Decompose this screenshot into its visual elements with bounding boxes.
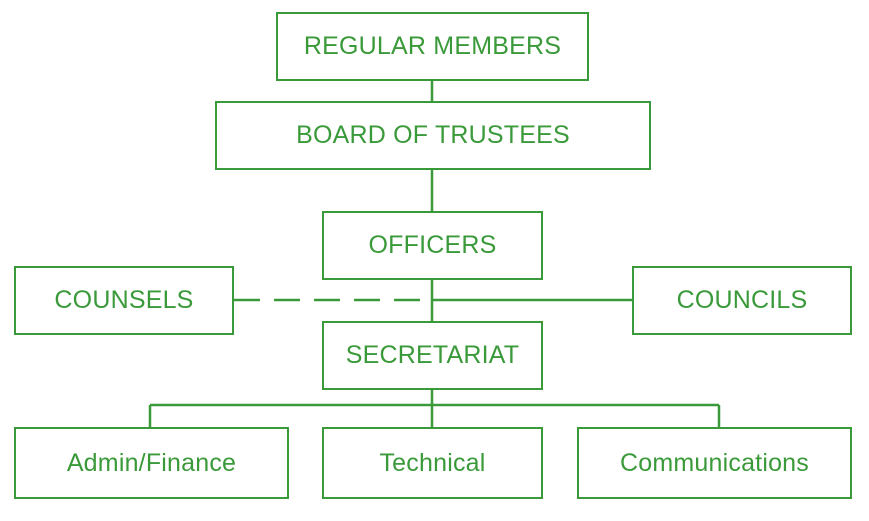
node-councils: COUNCILS: [632, 266, 852, 335]
node-technical: Technical: [322, 427, 543, 499]
node-secretariat: SECRETARIAT: [322, 321, 543, 390]
node-regular-members: REGULAR MEMBERS: [276, 12, 589, 81]
node-counsels: COUNSELS: [14, 266, 234, 335]
node-communications: Communications: [577, 427, 852, 499]
node-board-of-trustees: BOARD OF TRUSTEES: [215, 101, 651, 170]
node-officers: OFFICERS: [322, 211, 543, 280]
node-admin-finance: Admin/Finance: [14, 427, 289, 499]
